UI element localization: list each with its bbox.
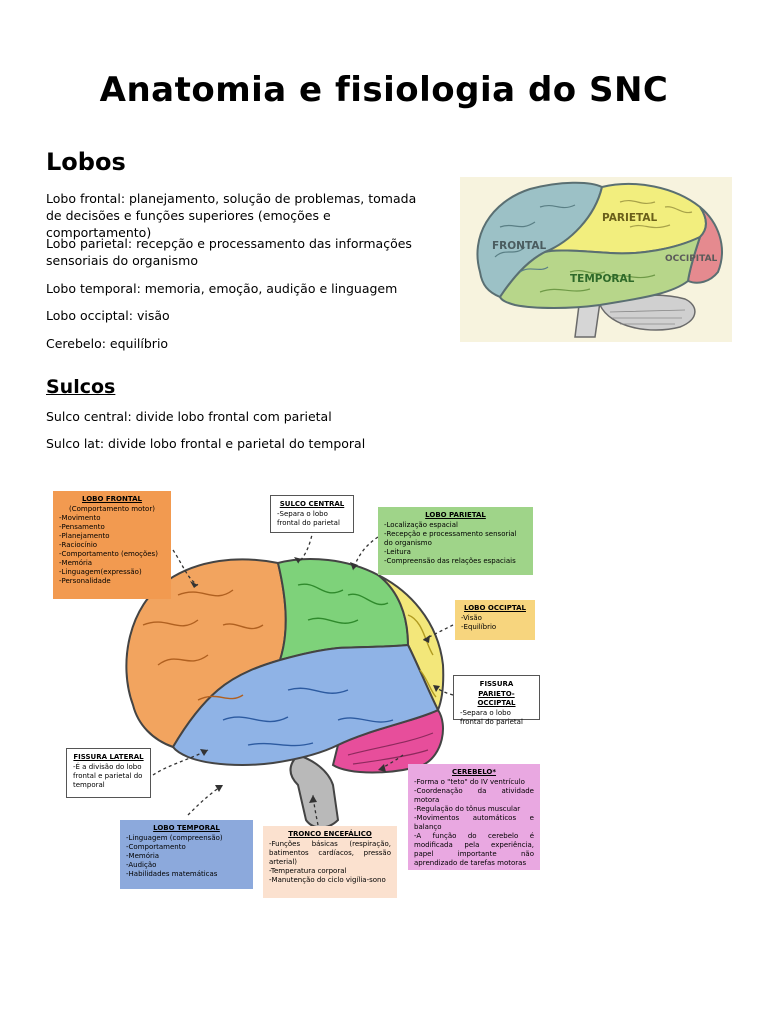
box-frontal-title: LOBO FRONTAL <box>82 495 142 503</box>
box-parieto-line: -Separa o lobo frontal do parietal <box>460 709 523 726</box>
box-temporal-line: -Linguagem (compreensão) <box>126 834 223 842</box>
box-cerebelo: CEREBELO* -Forma o "teto" do IV ventrícu… <box>408 764 540 870</box>
brain-functions-figure <box>125 529 454 829</box>
box-frontal-line: -Raciocínio <box>59 541 98 549</box>
box-occipital-title: LOBO OCCIPTAL <box>464 604 526 612</box>
sulco-central-text: Sulco central: divide lobo frontal com p… <box>46 409 332 424</box>
lobo-frontal-text: Lobo frontal: planejamento, solução de p… <box>46 191 417 240</box>
box-lobo-temporal: LOBO TEMPORAL -Linguagem (compreensão) -… <box>120 820 253 889</box>
lobos-heading: Lobos <box>46 148 126 176</box>
box-parieto-title-2: PARIETO-OCCIPTAL <box>477 690 516 707</box>
box-parietal-title: LOBO PARIETAL <box>425 511 486 519</box>
box-parietal-line: -Compreensão das relações espaciais <box>384 557 516 565</box>
box-temporal-line: -Habilidades matemáticas <box>126 870 218 878</box>
box-tronco-line: -Temperatura corporal <box>269 867 347 875</box>
box-parietal-line: -Leitura <box>384 548 411 556</box>
box-tronco-line: -Funções básicas (respiração, batimentos… <box>269 840 391 866</box>
box-frontal-line: -Comportamento (emoções) <box>59 550 158 558</box>
box-cerebelo-line: -Regulação do tônus muscular <box>414 805 521 813</box>
lobo-occipital-text: Lobo occiptal: visão <box>46 308 170 323</box>
page-title: Anatomia e fisiologia do SNC <box>99 70 669 110</box>
box-tronco-line: -Manutenção do ciclo vigília-sono <box>269 876 386 884</box>
box-occipital-line: -Equilíbrio <box>461 623 497 631</box>
brain-lobes-figure: FRONTAL PARIETAL TEMPORAL OCCIPITAL <box>460 177 732 342</box>
box-lobo-parietal: LOBO PARIETAL -Localização espacial -Rec… <box>378 507 533 575</box>
box-frontal-line: -Personalidade <box>59 577 111 585</box>
box-frontal-line: -Pensamento <box>59 523 105 531</box>
lobo-temporal-text: Lobo temporal: memoria, emoção, audição … <box>46 281 398 296</box>
box-fissura-lateral: FISSURA LATERAL -É a divisão do lobo fro… <box>66 748 151 798</box>
box-fissura-title: FISSURA LATERAL <box>73 753 144 761</box>
box-tronco-title: TRONCO ENCEFÁLICO <box>288 830 372 838</box>
box-lobo-occipital: LOBO OCCIPTAL -Visão -Equilíbrio <box>455 600 535 640</box>
box-sulco-central: SULCO CENTRAL -Separa o lobo frontal do … <box>270 495 354 533</box>
cerebelo-text: Cerebelo: equilíbrio <box>46 336 169 351</box>
box-occipital-line: -Visão <box>461 614 482 622</box>
box-frontal-line: -Movimento <box>59 514 101 522</box>
fig1-label-frontal: FRONTAL <box>492 240 546 252</box>
box-central-title: SULCO CENTRAL <box>279 500 345 508</box>
box-fissura-parieto-occipital: FISSURA PARIETO-OCCIPTAL -Separa o lobo … <box>453 675 540 726</box>
box-cerebelo-line: -Coordenação da atividade motora <box>414 787 534 804</box>
fig1-label-temporal: TEMPORAL <box>570 273 635 285</box>
fig1-label-parietal: PARIETAL <box>602 212 657 224</box>
box-frontal-line: -Linguagem(expressão) <box>59 568 142 576</box>
box-temporal-line: -Comportamento <box>126 843 186 851</box>
lobo-parietal-text: Lobo parietal: recepção e processamento … <box>46 236 412 268</box>
fig1-label-occipital: OCCIPITAL <box>665 254 718 264</box>
fig2-temporal-lobe <box>171 643 440 766</box>
box-temporal-line: -Audição <box>126 861 157 869</box>
box-cerebelo-line: -Forma o "teto" do IV ventrículo <box>414 778 525 786</box>
box-temporal-title: LOBO TEMPORAL <box>153 824 220 832</box>
box-fissura-line: -É a divisão do lobo frontal e parietal … <box>73 763 143 789</box>
sulcos-heading: Sulcos <box>46 376 116 398</box>
box-parietal-line: -Localização espacial <box>384 521 458 529</box>
box-temporal-line: -Memória <box>126 852 160 860</box>
box-tronco-encefalico: TRONCO ENCEFÁLICO -Funções básicas (resp… <box>263 826 397 898</box>
sulco-lateral-text: Sulco lat: divide lobo frontal e parieta… <box>46 436 366 451</box>
box-frontal-line: -Planejamento <box>59 532 110 540</box>
box-cerebelo-title: CEREBELO* <box>451 768 497 776</box>
box-central-line: -Separa o lobo frontal do parietal <box>277 510 340 527</box>
box-parieto-title-1: FISSURA <box>479 680 514 688</box>
box-frontal-line: (Comportamento motor) <box>69 505 155 513</box>
box-frontal-line: -Memória <box>59 559 93 567</box>
box-cerebelo-line: -Movimentos automáticos e balanço <box>414 814 534 831</box>
box-lobo-frontal: LOBO FRONTAL (Comportamento motor) -Movi… <box>53 491 171 599</box>
box-parietal-line: -Recepção e processamento sensorial do o… <box>384 530 517 547</box>
fig2-brainstem <box>289 753 340 829</box>
box-cerebelo-line: -A função do cerebelo é modificada pela … <box>414 832 534 867</box>
